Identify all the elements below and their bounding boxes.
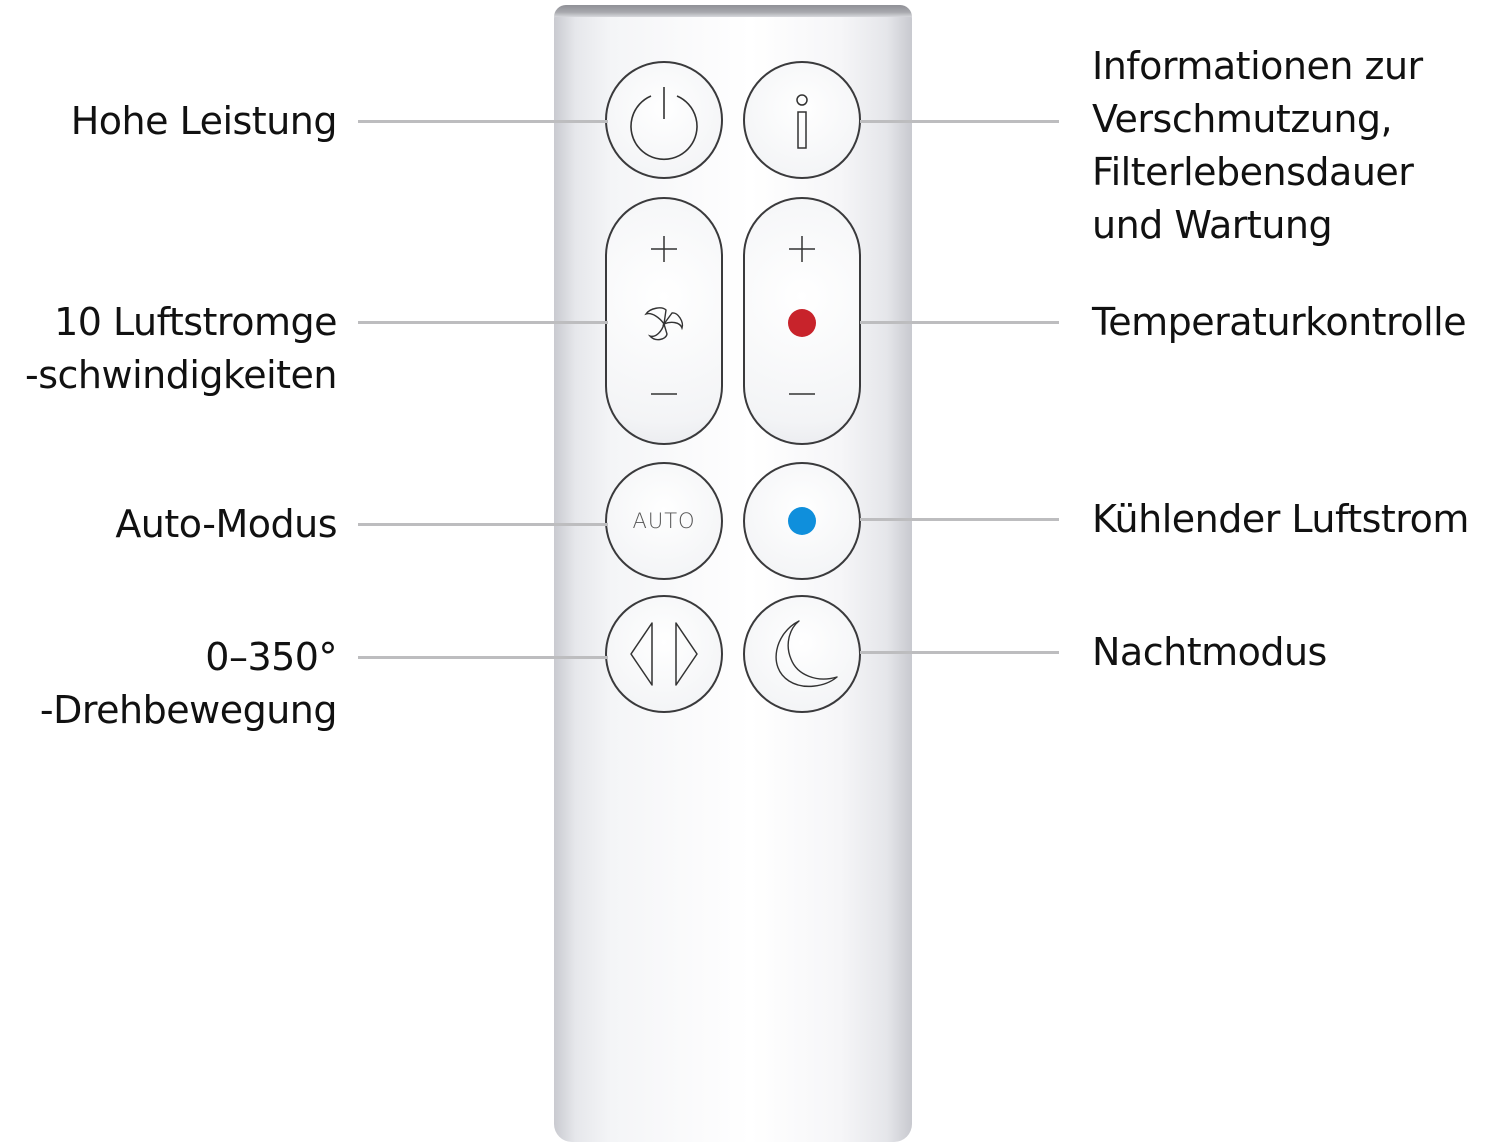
power-icon xyxy=(630,87,698,161)
info-icon xyxy=(796,94,808,149)
plus-icon xyxy=(651,236,677,262)
night-mode-button[interactable] xyxy=(743,595,861,713)
oscillation-arrows-icon xyxy=(630,622,698,686)
leader-line-power xyxy=(358,120,608,123)
label-line: 10 Luftstromge xyxy=(54,300,337,344)
label-cooling: Kühlender Luftstrom xyxy=(1092,493,1469,546)
red-dot-icon xyxy=(788,309,816,337)
airflow-plus-button[interactable] xyxy=(607,199,721,280)
temperature-plus-button[interactable] xyxy=(745,199,859,280)
label-auto: Auto-Modus xyxy=(115,498,337,551)
label-airflow: 10 Luftstromge -schwindigkeiten xyxy=(25,296,337,402)
label-power: Hohe Leistung xyxy=(70,95,338,148)
fan-icon xyxy=(644,307,684,341)
label-line: Informationen zur xyxy=(1092,44,1423,88)
leader-line-info xyxy=(860,120,1059,123)
label-line: Nachtmodus xyxy=(1092,630,1327,674)
leader-line-cooling xyxy=(860,518,1059,521)
label-line: 0–350° xyxy=(205,635,337,679)
leader-line-auto xyxy=(358,523,608,526)
leader-line-night xyxy=(860,651,1059,654)
minus-icon xyxy=(789,393,815,396)
leader-line-temperature xyxy=(860,321,1059,324)
cooling-airflow-button[interactable] xyxy=(743,462,861,580)
leader-line-oscillation xyxy=(358,656,608,659)
label-line: -schwindigkeiten xyxy=(25,353,337,397)
moon-icon xyxy=(775,620,838,688)
label-line: Hohe Leistung xyxy=(70,99,338,143)
remote-top-edge xyxy=(554,5,912,17)
auto-mode-button[interactable]: AUTO xyxy=(605,462,723,580)
auto-label: AUTO xyxy=(632,509,696,533)
plus-icon xyxy=(789,236,815,262)
label-night: Nachtmodus xyxy=(1092,626,1327,679)
label-line: Temperaturkontrolle xyxy=(1092,300,1467,344)
label-line: Kühlender Luftstrom xyxy=(1092,497,1469,541)
blue-dot-icon xyxy=(788,507,816,535)
power-button[interactable] xyxy=(605,61,723,179)
label-info: Informationen zur Verschmutzung, Filterl… xyxy=(1092,40,1423,252)
temperature-control[interactable] xyxy=(743,197,861,445)
label-line: Verschmutzung, xyxy=(1092,97,1393,141)
airflow-minus-button[interactable] xyxy=(607,362,721,443)
remote-control: AUTO xyxy=(554,5,912,1142)
label-line: und Wartung xyxy=(1092,203,1333,247)
leader-line-airflow xyxy=(358,321,608,324)
label-line: Auto-Modus xyxy=(115,502,337,546)
label-oscillation: 0–350° -Drehbewegung xyxy=(39,631,338,737)
airflow-speed-control[interactable] xyxy=(605,197,723,445)
temperature-minus-button[interactable] xyxy=(745,362,859,443)
label-line: Filterlebensdauer xyxy=(1092,150,1414,194)
info-button[interactable] xyxy=(743,61,861,179)
oscillation-button[interactable] xyxy=(605,595,723,713)
minus-icon xyxy=(651,393,677,396)
label-line: -Drehbewegung xyxy=(39,688,338,732)
label-temperature: Temperaturkontrolle xyxy=(1092,296,1467,349)
